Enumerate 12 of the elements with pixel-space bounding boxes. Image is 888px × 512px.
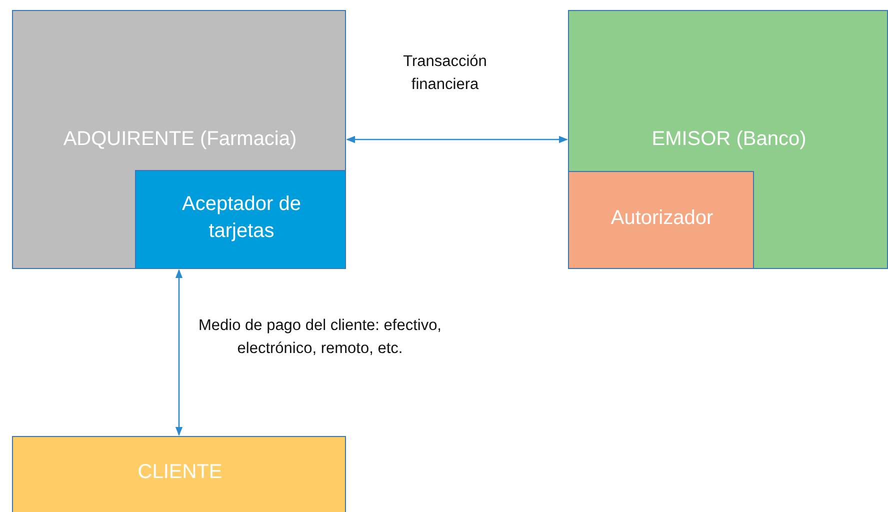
double-arrow	[346, 136, 568, 144]
box-label: ADQUIRENTE (Farmacia)	[62, 127, 298, 152]
double-arrow	[175, 269, 183, 436]
box-label: CLIENTE	[136, 460, 224, 485]
component-box	[568, 171, 754, 269]
box-label: Autorizador	[610, 206, 714, 231]
box-label: EMISOR (Banco)	[650, 127, 808, 152]
client-box	[12, 436, 346, 512]
organization-box	[568, 10, 888, 269]
component-box	[135, 170, 346, 269]
box-label: Aceptador de tarjetas	[181, 192, 302, 244]
organization-box	[12, 10, 346, 269]
